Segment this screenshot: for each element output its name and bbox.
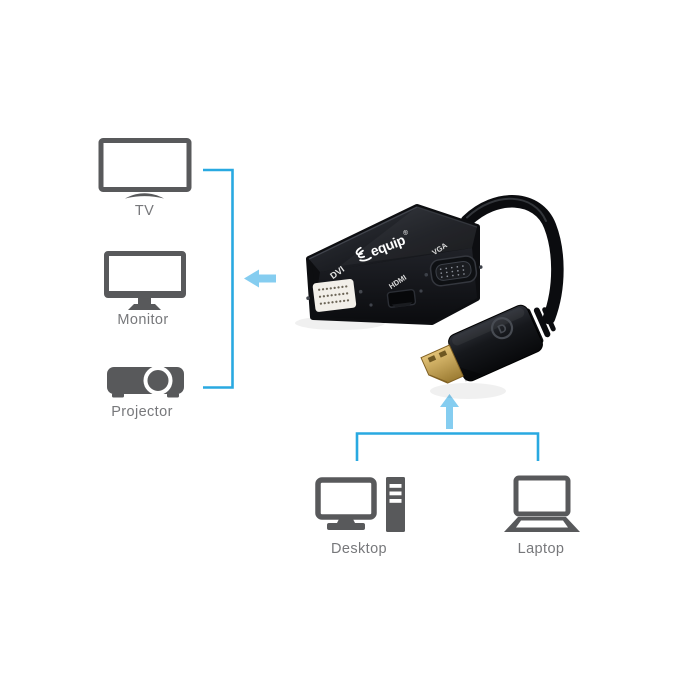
desktop-label: Desktop (331, 541, 387, 557)
adapter-image: equip ® DVI HDMI VGA (295, 195, 564, 399)
desktop-icon (315, 477, 405, 532)
gold-connector-tip (420, 344, 464, 384)
laptop-icon (504, 475, 580, 532)
registered-mark: ® (402, 228, 410, 237)
projector-label: Projector (111, 404, 173, 420)
vga-port (424, 255, 483, 287)
monitor-label: Monitor (117, 312, 169, 328)
up-arrow-icon (440, 394, 459, 429)
monitor-icon (104, 251, 186, 310)
adapter-cable (460, 195, 564, 325)
outputs-bracket-line (203, 168, 234, 389)
projector-icon (107, 366, 184, 398)
sources-bracket-line (355, 432, 540, 461)
dvi-port (306, 278, 363, 312)
left-arrow-icon (244, 269, 276, 288)
tv-icon (98, 138, 192, 199)
hdmi-port (386, 288, 417, 308)
displayport-plug: D (420, 304, 556, 384)
laptop-label: Laptop (517, 541, 565, 557)
tv-label: TV (134, 203, 155, 219)
